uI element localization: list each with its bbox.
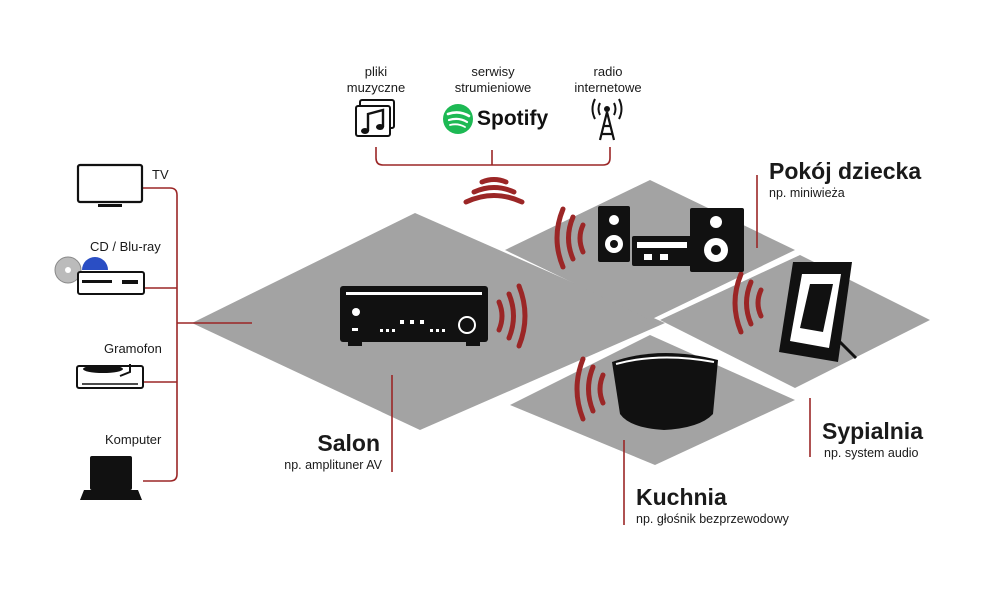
room-title-kids: Pokój dziecka (769, 158, 922, 184)
av-receiver-icon (340, 286, 488, 346)
label-music-files: pliki muzyczne (346, 64, 406, 95)
room-subtitle-bedroom: np. system audio (824, 446, 919, 460)
label-tv: TV (152, 167, 169, 182)
room-subtitle-kitchen: np. głośnik bezprzewodowy (636, 512, 789, 526)
label-turntable: Gramofon (104, 341, 162, 356)
bracket-inputs (143, 187, 178, 482)
wifi-waves-kitchen (574, 356, 606, 422)
wifi-waves-top (463, 177, 525, 205)
label-cd-bluray: CD / Blu-ray (90, 239, 161, 254)
room-title-salon: Salon (317, 430, 380, 456)
radio-tower-icon (591, 98, 623, 141)
spotify-wordmark: Spotify (477, 107, 549, 130)
music-files-icon (355, 99, 395, 137)
spotify-logo (443, 104, 473, 134)
room-title-bedroom: Sypialnia (822, 418, 923, 444)
wireless-speaker-icon (612, 352, 718, 430)
wifi-waves-salon (496, 283, 528, 349)
wifi-waves-bedroom (732, 271, 764, 335)
turntable-icon (76, 364, 144, 389)
connectors (143, 147, 811, 525)
room-subtitle-kids: np. miniwieża (769, 186, 845, 200)
mini-stereo-icon (598, 206, 744, 272)
tv-icon (76, 163, 144, 207)
cd-bluray-icon (54, 256, 145, 295)
label-streaming: serwisy strumieniowe (454, 64, 532, 95)
room-subtitle-salon: np. amplituner AV (284, 458, 382, 472)
room-title-kitchen: Kuchnia (636, 484, 727, 510)
laptop-icon (80, 456, 142, 500)
label-computer: Komputer (105, 432, 162, 447)
bedroom-audio-icon (779, 262, 858, 362)
wifi-waves-kids (554, 206, 586, 270)
label-internet-radio: radio internetowe (574, 64, 642, 95)
bracket-sources (375, 147, 611, 166)
